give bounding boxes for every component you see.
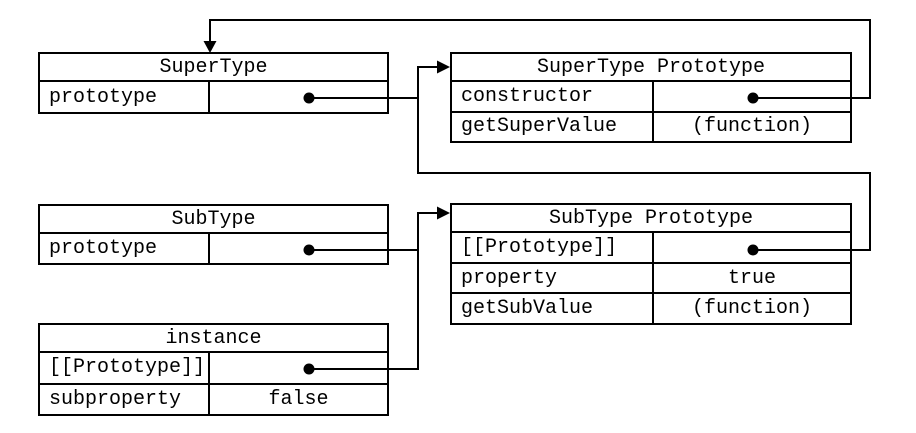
box-subtype: SubType prototype (38, 204, 389, 265)
instance-prototype-pointer-cell (210, 353, 387, 383)
instance-prototype-label: [[Prototype]] (40, 353, 210, 383)
getsupervalue-value: (function) (691, 115, 813, 139)
subproperty-value: false (268, 387, 329, 411)
property-label: property (452, 263, 654, 293)
getsubvalue-label: getSubValue (452, 294, 654, 324)
box-supertype-prototype-title: SuperType Prototype (452, 54, 850, 82)
box-supertype-prototype: SuperType Prototype constructor getSuper… (450, 52, 852, 143)
box-subtype-prototype: SubType Prototype [[Prototype]] property… (450, 203, 852, 325)
box-instance-title: instance (40, 325, 387, 353)
table-row: [[Prototype]] (40, 353, 387, 385)
table-row: prototype (40, 234, 387, 263)
edge-to-supertype-prototype-arrowhead (437, 60, 450, 74)
subproperty-label: subproperty (40, 384, 210, 414)
supertype-prototype-label: prototype (40, 82, 210, 112)
table-row: subproperty false (40, 384, 387, 414)
table-row: getSubValue (function) (452, 294, 850, 324)
subtype-prototype-label: prototype (40, 234, 210, 263)
box-instance: instance [[Prototype]] subproperty false (38, 323, 389, 416)
subtype-proto-prototype-label: [[Prototype]] (452, 233, 654, 262)
box-subtype-prototype-title: SubType Prototype (452, 205, 850, 233)
subtype-proto-pointer-cell (654, 233, 850, 262)
table-row: prototype (40, 82, 387, 112)
table-row: getSuperValue (function) (452, 112, 850, 141)
box-supertype-title: SuperType (40, 54, 387, 82)
subtype-prototype-pointer-cell (210, 234, 387, 263)
getsubvalue-value: (function) (691, 297, 813, 321)
box-subtype-title: SubType (40, 206, 387, 234)
edge-to-subtype-prototype-arrowhead (437, 206, 450, 220)
table-row: property true (452, 263, 850, 295)
table-row: [[Prototype]] (452, 233, 850, 264)
property-value: true (727, 266, 776, 290)
getsupervalue-label: getSuperValue (452, 112, 654, 141)
table-row: constructor (452, 82, 850, 113)
supertype-prototype-pointer-cell (210, 82, 387, 112)
constructor-pointer-cell (654, 82, 850, 111)
constructor-label: constructor (452, 82, 654, 111)
box-supertype: SuperType prototype (38, 52, 389, 114)
